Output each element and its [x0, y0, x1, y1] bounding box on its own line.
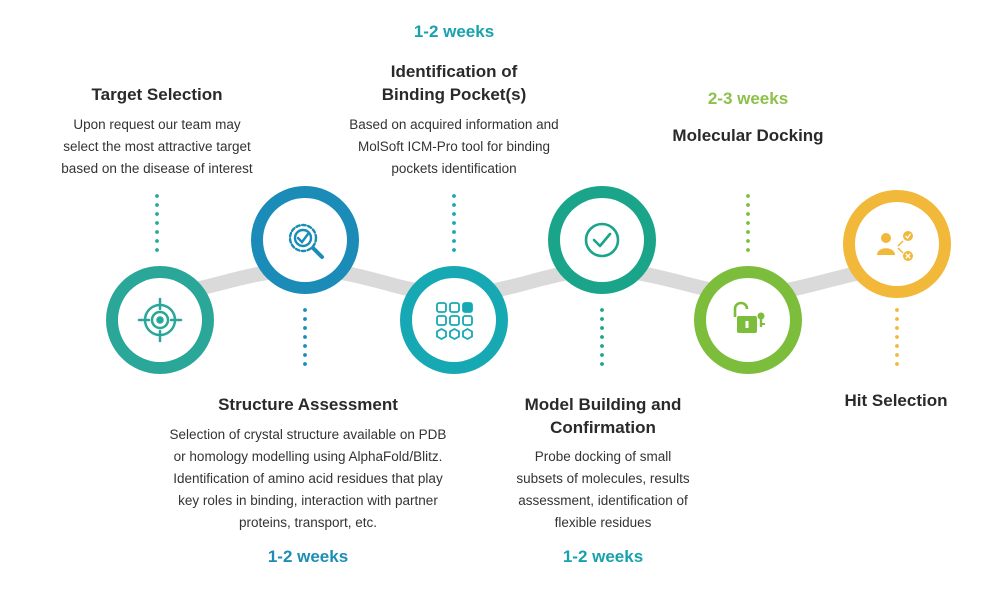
connector-dot — [452, 221, 456, 225]
connector-dot — [303, 353, 307, 357]
dotted-connector-structure — [303, 308, 307, 366]
connector-dot — [155, 239, 159, 243]
connector-dot — [600, 317, 604, 321]
description-line: proteins, transport, etc. — [238, 515, 378, 530]
description-line: Based on acquired information and — [349, 117, 559, 132]
title-line: Binding Pocket(s) — [381, 85, 527, 104]
connector-dot — [303, 326, 307, 330]
hit-selection-title: Hit Selection — [844, 391, 948, 410]
connector-dot — [746, 194, 750, 198]
connector-dot — [303, 317, 307, 321]
structure-assessment-duration: 1-2 weeks — [267, 547, 349, 566]
connector-dot — [895, 317, 899, 321]
connector-dot — [155, 203, 159, 207]
dotted-connector-hit — [895, 308, 899, 366]
connector-dot — [452, 248, 456, 252]
connector-dot — [600, 308, 604, 312]
user-choice-icon — [877, 231, 913, 261]
connector-dot — [895, 362, 899, 366]
connector-dot — [600, 326, 604, 330]
molecular-docking-title: Molecular Docking — [672, 126, 824, 145]
structure-assessment-description: Selection of crystal structure available… — [148, 424, 468, 534]
dotted-connector-model — [600, 308, 604, 366]
description-line: based on the disease of interest — [61, 161, 253, 176]
connector-dot — [746, 212, 750, 216]
connector-dot — [895, 344, 899, 348]
connector-dot — [303, 344, 307, 348]
step-circle-target-selection — [106, 266, 214, 374]
unlocked-padlock-key-icon — [733, 301, 765, 333]
dotted-connector-target — [155, 194, 159, 252]
connector-dot — [746, 248, 750, 252]
molecule-grid-icon — [436, 302, 473, 341]
crosshair-icon — [137, 297, 183, 343]
connector-dot — [895, 308, 899, 312]
description-line: Upon request our team may — [73, 117, 241, 132]
step-circle-binding-pocket — [400, 266, 508, 374]
step-circle-model-building — [548, 186, 656, 294]
description-line: key roles in binding, interaction with p… — [178, 493, 438, 508]
structure-assessment-title: Structure Assessment — [218, 395, 398, 414]
binding-pocket-title: Identification of Binding Pocket(s) — [324, 60, 584, 106]
description-line: Probe docking of small — [534, 449, 672, 464]
dotted-connector-pocket — [452, 194, 456, 252]
check-circle-icon — [584, 222, 620, 258]
molecular-docking-duration: 2-3 weeks — [707, 89, 789, 108]
connector-dot — [600, 362, 604, 366]
connector-dot — [895, 335, 899, 339]
connector-dot — [303, 362, 307, 366]
connector-dot — [746, 203, 750, 207]
model-building-title: Model Building and Confirmation — [483, 393, 723, 439]
connector-dot — [895, 326, 899, 330]
connector-dot — [452, 194, 456, 198]
magnifier-gear-icon — [288, 223, 324, 259]
connector-dot — [452, 212, 456, 216]
target-selection-description: Upon request our team may select the mos… — [37, 114, 277, 180]
dotted-connector-docking — [746, 194, 750, 252]
description-line: select the most attractive target — [63, 139, 251, 154]
connector-dot — [452, 239, 456, 243]
connector-dot — [155, 212, 159, 216]
connector-dot — [155, 248, 159, 252]
step-circle-molecular-docking — [694, 266, 802, 374]
connector-dot — [600, 353, 604, 357]
connector-dot — [895, 353, 899, 357]
title-line: Model Building and — [524, 395, 682, 414]
step-circle-hit-selection — [843, 190, 951, 298]
connector-dot — [746, 239, 750, 243]
description-line: subsets of molecules, results — [516, 471, 690, 486]
connector-dot — [600, 335, 604, 339]
description-line: Identification of amino acid residues th… — [173, 471, 443, 486]
title-line: Identification of — [390, 62, 518, 81]
description-line: Selection of crystal structure available… — [169, 427, 447, 442]
connector-dot — [303, 308, 307, 312]
description-line: pockets identification — [391, 161, 517, 176]
description-line: or homology modelling using AlphaFold/Bl… — [173, 449, 443, 464]
connector-dot — [155, 194, 159, 198]
description-line: assessment, identification of — [518, 493, 688, 508]
connector-dot — [746, 221, 750, 225]
connector-dot — [452, 230, 456, 234]
connector-dot — [155, 230, 159, 234]
target-selection-title: Target Selection — [91, 85, 223, 104]
connector-dot — [303, 335, 307, 339]
binding-pocket-duration: 1-2 weeks — [413, 22, 495, 41]
title-line: Confirmation — [550, 418, 656, 437]
description-line: MolSoft ICM-Pro tool for binding — [357, 139, 551, 154]
connector-dot — [600, 344, 604, 348]
connector-dot — [452, 203, 456, 207]
binding-pocket-description: Based on acquired information and MolSof… — [324, 114, 584, 180]
connector-dot — [746, 230, 750, 234]
description-line: flexible residues — [554, 515, 652, 530]
connector-dot — [155, 221, 159, 225]
model-building-description: Probe docking of small subsets of molecu… — [483, 446, 723, 534]
step-circle-structure-assessment — [251, 186, 359, 294]
model-building-duration: 1-2 weeks — [562, 547, 644, 566]
